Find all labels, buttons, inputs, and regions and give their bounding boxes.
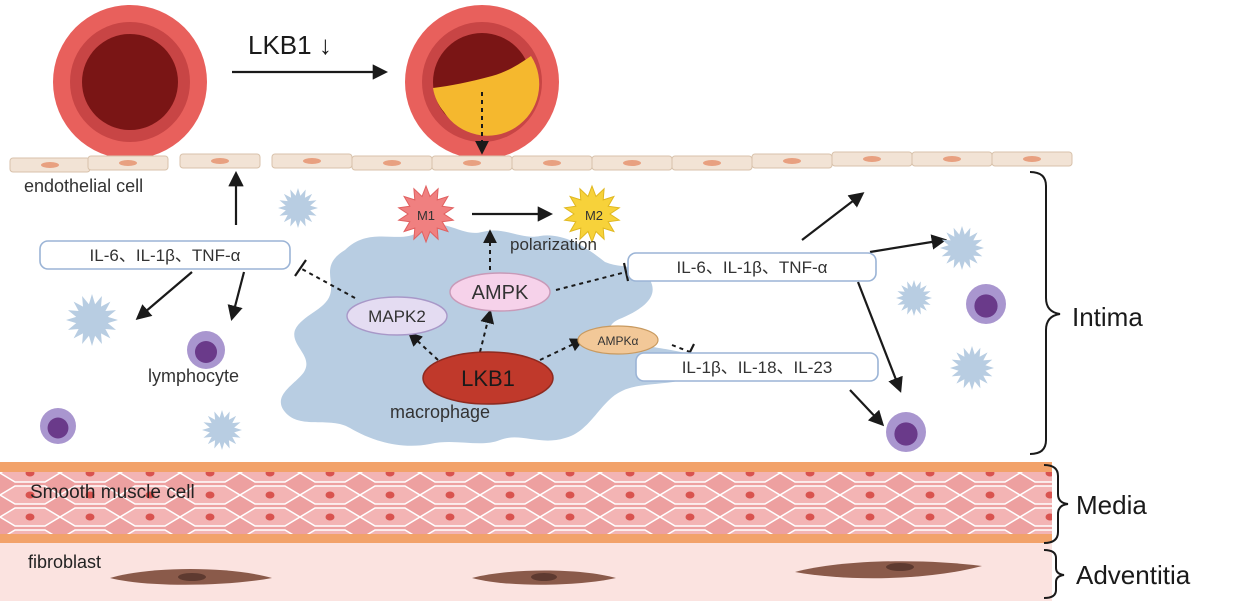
endothelium-layer <box>9 151 1073 173</box>
small-cells <box>40 188 1006 452</box>
endothelial-cell <box>351 155 433 171</box>
mapk2-inhibits-cytokines <box>294 259 356 299</box>
smooth-muscle-layer <box>0 472 1052 534</box>
intima-label: Intima <box>1072 302 1143 332</box>
ampk-inhibits-cytokines <box>555 262 630 291</box>
smooth-muscle-label: Smooth muscle cell <box>30 482 195 503</box>
fibroblasts <box>110 561 982 585</box>
endothelial-cell <box>671 155 753 171</box>
m1-macrophage: M1 <box>397 184 455 244</box>
media-top-border <box>0 462 1052 472</box>
arrow-to-lymphocyte <box>227 271 246 321</box>
small-lymphocyte <box>966 284 1006 324</box>
endothelial-cell <box>87 155 169 171</box>
arrow-right-to-macrophage <box>869 234 948 254</box>
plaque <box>433 56 540 136</box>
small-macrophage <box>278 188 318 228</box>
lkb1-to-mapk2-arrow <box>407 332 439 361</box>
arrow-right-to-lymphocyte-a <box>856 281 903 393</box>
cytokine-box-right-text: IL-6、IL-1β、TNF-α <box>677 258 828 277</box>
cytokine-box-left-text: IL-6、IL-1β、TNF-α <box>90 246 241 265</box>
m2-label: M2 <box>585 208 603 223</box>
cytokine-box-lower: IL-1β、IL-18、IL-23 <box>635 352 879 382</box>
small-macrophage <box>66 294 118 346</box>
small-lymphocyte <box>187 331 225 369</box>
fibroblast-cell <box>795 561 982 579</box>
endothelial-cell <box>751 153 833 169</box>
small-macrophage <box>950 346 994 390</box>
cytokine-box-lower-text: IL-1β、IL-18、IL-23 <box>682 358 833 377</box>
endothelial-cell <box>591 155 673 171</box>
small-lymphocyte <box>886 412 926 452</box>
adventitia-brace <box>1043 549 1065 599</box>
diseased-vessel <box>405 5 559 159</box>
small-lymphocyte <box>40 408 76 444</box>
cytokine-box-left: IL-6、IL-1β、TNF-α <box>39 240 291 270</box>
lkb1-down-label: LKB1 ↓ <box>248 30 332 60</box>
endothelial-cell-label: endothelial cell <box>24 176 143 196</box>
polarization-label: polarization <box>510 235 597 254</box>
media-bottom-border <box>0 534 1052 543</box>
endothelial-cell <box>831 151 913 167</box>
healthy-vessel <box>53 5 207 159</box>
small-macrophage <box>896 280 932 316</box>
media-label: Media <box>1076 490 1147 520</box>
lkb1-to-ampk-arrow <box>479 309 495 353</box>
m1-label: M1 <box>417 208 435 223</box>
lkb1-label: LKB1 <box>461 366 515 391</box>
endothelial-cell <box>271 153 353 169</box>
ampka-label: AMPKα <box>598 334 639 348</box>
media-brace <box>1043 464 1069 544</box>
arrow-right-to-lymphocyte-b <box>849 389 885 427</box>
endothelial-cell <box>179 153 261 169</box>
arrow-right-to-endothelium <box>801 192 865 241</box>
cytokine-box-right: IL-6、IL-1β、TNF-α <box>627 252 877 282</box>
endothelial-cell <box>9 157 91 173</box>
endothelial-cell <box>911 151 993 167</box>
lkb1-down-arrow-group: LKB1 ↓ <box>232 30 389 80</box>
ampk-node: AMPK <box>449 272 551 312</box>
endothelial-cell <box>991 151 1073 167</box>
macrophage-label: macrophage <box>390 402 490 422</box>
endothelial-cell <box>511 155 593 171</box>
mapk2-node: MAPK2 <box>346 296 448 336</box>
mapk2-label: MAPK2 <box>368 307 426 326</box>
adventitia-label: Adventitia <box>1076 560 1191 590</box>
fibroblast-label: fibroblast <box>28 552 101 572</box>
lkb1-node: LKB1 <box>422 351 554 405</box>
ampk-label: AMPK <box>472 282 529 304</box>
ampka-node: AMPKα <box>577 325 659 355</box>
intima-brace <box>1029 171 1061 455</box>
small-macrophage <box>940 226 984 270</box>
lymphocyte-label: lymphocyte <box>148 366 239 386</box>
m2-macrophage: M2 <box>563 184 621 244</box>
small-macrophage <box>202 410 242 450</box>
endothelial-cell <box>431 155 513 171</box>
arrow-to-macrophage-left <box>135 271 193 320</box>
